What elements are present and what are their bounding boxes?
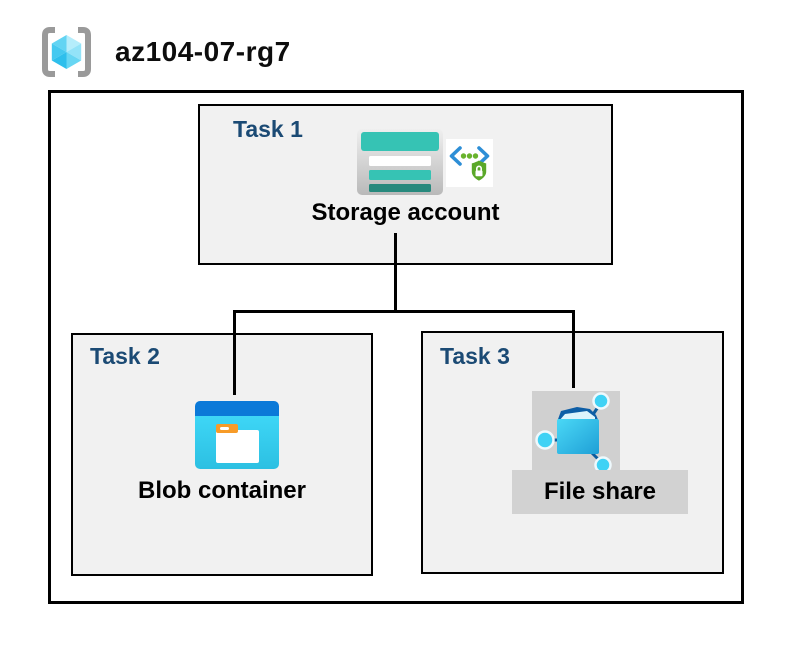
file-share-label: File share	[512, 470, 688, 514]
task3-label: Task 3	[440, 343, 510, 369]
connector-storage-stem	[394, 233, 397, 312]
connector-to-blob-container	[233, 310, 236, 395]
storage-account-label: Storage account	[311, 199, 500, 226]
folder-icon	[216, 430, 259, 463]
task1-box: Task 1 Storage account	[198, 104, 613, 265]
blob-container-icon	[195, 401, 279, 469]
folder-tab-dash	[220, 427, 229, 430]
blob-window-titlebar	[195, 401, 279, 416]
connector-horizontal	[233, 310, 575, 313]
resource-group-title: az104-07-rg7	[115, 36, 291, 67]
connector-to-file-share	[572, 310, 575, 388]
task2-label: Task 2	[90, 343, 160, 369]
blob-container-label: Blob container	[137, 477, 306, 504]
task1-label: Task 1	[233, 116, 303, 142]
storage-account-icon	[357, 129, 443, 195]
task2-box: Task 2 Blob container	[71, 333, 373, 576]
file-share-icon-background	[532, 391, 620, 474]
resource-group-header: az104-07-rg7	[38, 22, 291, 82]
shared-access-signature-icon	[446, 139, 493, 187]
resource-group-icon	[42, 27, 91, 77]
file-share-icon	[535, 392, 612, 474]
